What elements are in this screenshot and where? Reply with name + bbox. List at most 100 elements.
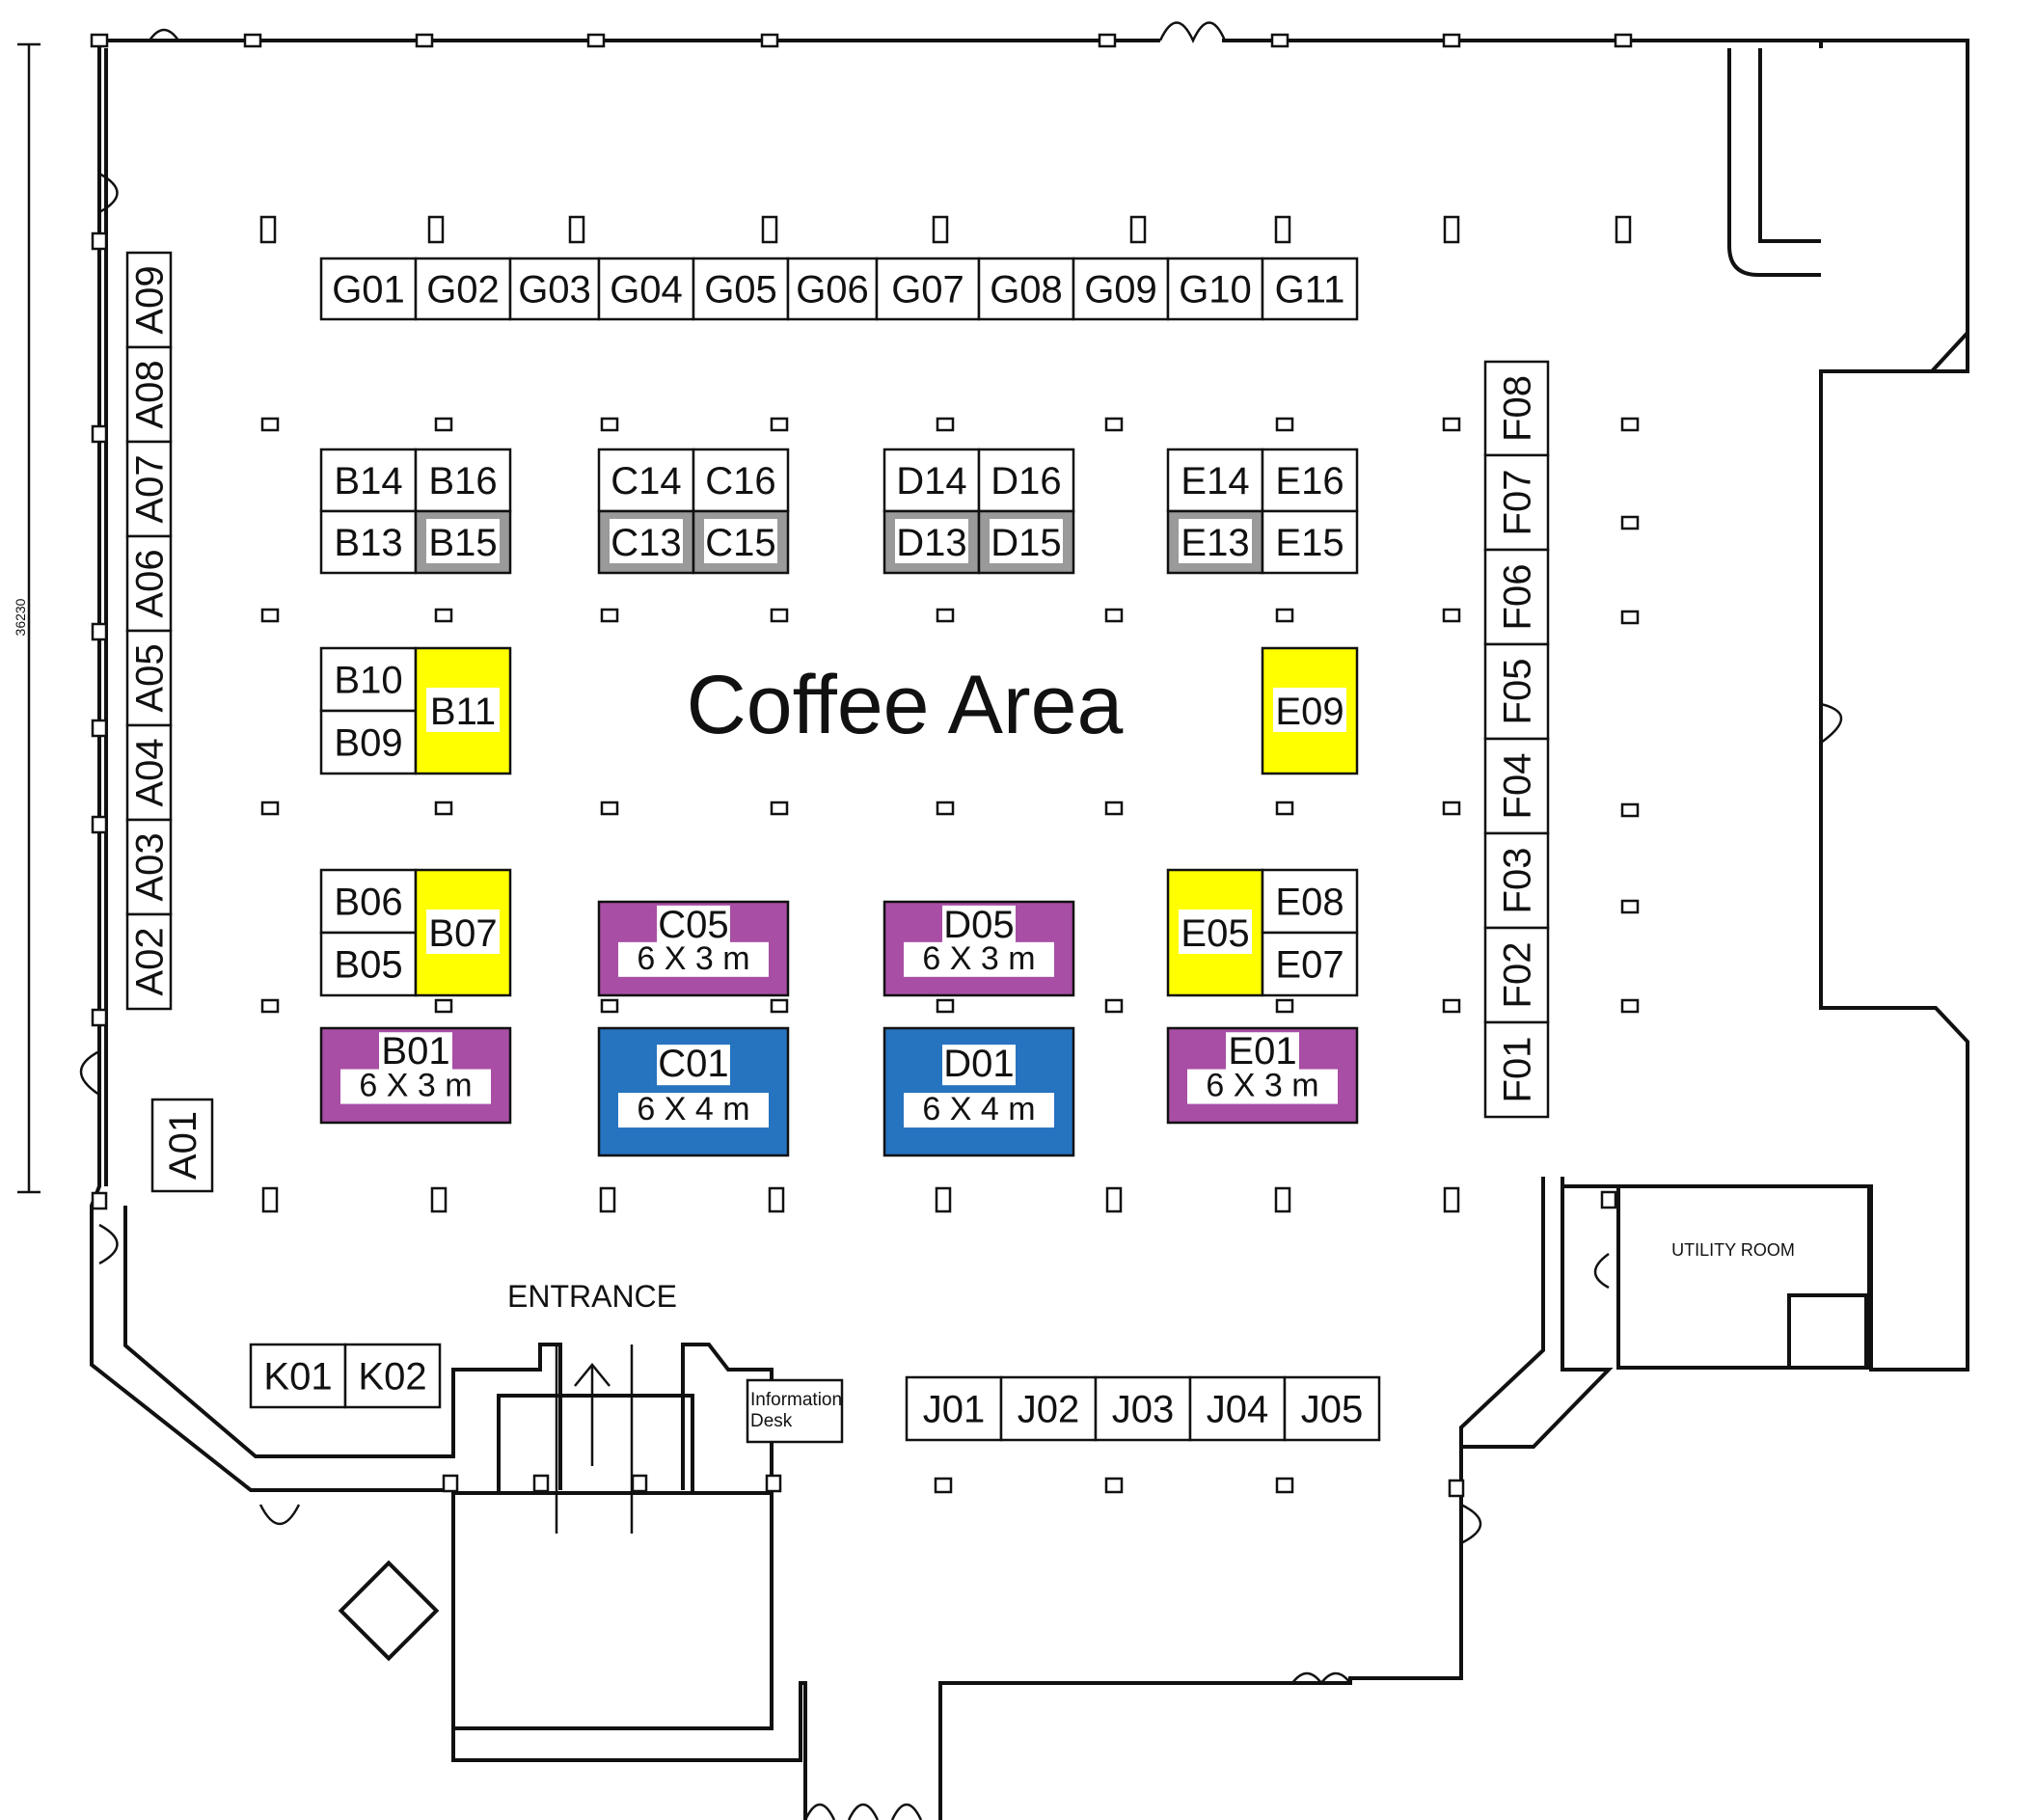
booth-a08[interactable]: A08 <box>125 345 173 444</box>
booth-k02[interactable]: K02 <box>343 1343 442 1409</box>
booth-label: B09 <box>334 722 402 765</box>
booth-j01[interactable]: J01 <box>905 1375 1003 1442</box>
pillar <box>1442 608 1461 623</box>
pillar <box>442 1474 459 1493</box>
booth-e05[interactable]: E05 <box>1166 868 1264 997</box>
booth-label: C16 <box>705 460 775 503</box>
booth-d15[interactable]: D15 <box>977 509 1075 575</box>
booth-a05[interactable]: A05 <box>125 629 173 727</box>
booth-b14[interactable]: B14 <box>319 448 418 513</box>
booth-a04[interactable]: A04 <box>125 723 173 822</box>
booth-j04[interactable]: J04 <box>1188 1375 1287 1442</box>
booth-d13[interactable]: D13 <box>882 509 981 575</box>
booth-label-background <box>379 1032 452 1073</box>
booth-e07[interactable]: E07 <box>1261 931 1359 997</box>
booth-label: B07 <box>428 912 497 955</box>
booth-c15[interactable]: C15 <box>692 509 790 575</box>
booth-outline <box>319 509 418 575</box>
booth-outline <box>1261 448 1359 513</box>
booth-g02[interactable]: G02 <box>414 257 512 321</box>
booth-b11[interactable]: B11 <box>414 646 512 775</box>
pillar <box>1275 801 1294 816</box>
booth-f04[interactable]: F04 <box>1483 737 1550 835</box>
booth-d14[interactable]: D14 <box>882 448 981 513</box>
booth-label: J04 <box>1207 1389 1269 1431</box>
booth-g10[interactable]: G10 <box>1166 257 1264 321</box>
booth-f08[interactable]: F08 <box>1483 360 1550 457</box>
booth-g07[interactable]: G07 <box>875 257 981 321</box>
pillar <box>934 1477 953 1494</box>
pillar <box>415 33 434 48</box>
booth-a06[interactable]: A06 <box>125 534 173 633</box>
booth-e09[interactable]: E09 <box>1261 646 1359 775</box>
booth-c13[interactable]: C13 <box>597 509 695 575</box>
booth-a09[interactable]: A09 <box>125 251 173 349</box>
booth-size-background <box>618 1093 769 1128</box>
booth-g08[interactable]: G08 <box>977 257 1075 321</box>
booth-j02[interactable]: J02 <box>999 1375 1098 1442</box>
booth-b09[interactable]: B09 <box>319 709 418 775</box>
booth-label: B11 <box>430 691 496 733</box>
booth-c14[interactable]: C14 <box>597 448 695 513</box>
booth-label: G02 <box>426 269 500 312</box>
booth-g05[interactable]: G05 <box>692 257 790 321</box>
booth-f05[interactable]: F05 <box>1483 642 1550 741</box>
booth-b07[interactable]: B07 <box>414 868 512 997</box>
booth-a02[interactable]: A02 <box>125 912 173 1011</box>
booth-c16[interactable]: C16 <box>692 448 790 513</box>
booth-e15[interactable]: E15 <box>1261 509 1359 575</box>
booth-b06[interactable]: B06 <box>319 868 418 935</box>
booth-label: E07 <box>1275 944 1344 987</box>
dimension-marker: 36230 <box>13 42 41 1194</box>
pillar <box>261 1186 279 1213</box>
pillar <box>1104 801 1124 816</box>
pillar <box>91 231 108 251</box>
booth-f01[interactable]: F01 <box>1483 1020 1550 1119</box>
booth-g11[interactable]: G11 <box>1261 257 1359 321</box>
booth-f07[interactable]: F07 <box>1483 453 1550 552</box>
booth-e16[interactable]: E16 <box>1261 448 1359 513</box>
booth-e14[interactable]: E14 <box>1166 448 1264 513</box>
pillar <box>1104 1477 1124 1494</box>
booth-outline <box>1094 1375 1192 1442</box>
pillar <box>1620 802 1640 818</box>
booth-g04[interactable]: G04 <box>597 257 695 321</box>
booth-label-background <box>657 905 730 946</box>
booth-b13[interactable]: B13 <box>319 509 418 575</box>
booth-label: A09 <box>129 265 172 334</box>
booth-k01[interactable]: K01 <box>249 1343 347 1409</box>
booth-f06[interactable]: F06 <box>1483 548 1550 646</box>
booth-f03[interactable]: F03 <box>1483 831 1550 930</box>
pillar <box>936 801 955 816</box>
booth-a01[interactable]: A01 <box>150 1098 214 1193</box>
booth-b10[interactable]: B10 <box>319 646 418 713</box>
booth-g01[interactable]: G01 <box>319 257 418 321</box>
booth-g03[interactable]: G03 <box>508 257 601 321</box>
booth-size-label: 6 X 3 m <box>359 1068 472 1104</box>
booth-label-background <box>426 519 500 563</box>
booth-f02[interactable]: F02 <box>1483 926 1550 1024</box>
booth-b16[interactable]: B16 <box>414 448 512 513</box>
booth-d16[interactable]: D16 <box>977 448 1075 513</box>
pillar <box>243 33 262 48</box>
pillar <box>1442 417 1461 432</box>
booth-label: F02 <box>1497 942 1539 1009</box>
booth-j03[interactable]: J03 <box>1094 1375 1192 1442</box>
booth-g09[interactable]: G09 <box>1072 257 1170 321</box>
booth-j05[interactable]: J05 <box>1283 1375 1381 1442</box>
booth-e13[interactable]: E13 <box>1166 509 1264 575</box>
pillar <box>91 815 108 834</box>
booth-g06[interactable]: G06 <box>786 257 879 321</box>
booth-b15[interactable]: B15 <box>414 509 512 575</box>
booth-label: G11 <box>1275 269 1345 312</box>
booth-e08[interactable]: E08 <box>1261 868 1359 935</box>
booth-a07[interactable]: A07 <box>125 440 173 538</box>
booth-a03[interactable]: A03 <box>125 818 173 916</box>
booth-b05[interactable]: B05 <box>319 931 418 997</box>
